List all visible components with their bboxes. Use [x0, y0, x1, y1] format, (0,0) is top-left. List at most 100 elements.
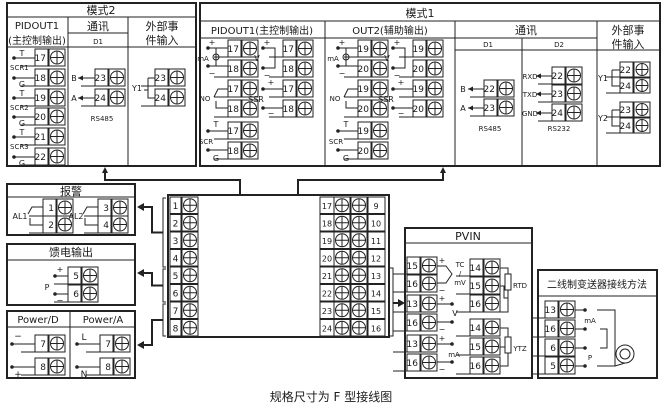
terminal-number: 17: [283, 85, 294, 95]
terminal-number: 17: [228, 85, 239, 95]
label: B: [71, 74, 77, 83]
terminal-number-cell: [357, 59, 372, 78]
label: YTZ: [512, 345, 527, 353]
screw-housing: [241, 99, 259, 118]
terminal-number: 17: [35, 54, 46, 64]
label: SSR: [378, 95, 394, 104]
terminal: 13: [406, 334, 421, 353]
screw-housing: [426, 59, 444, 78]
jumper-wire: [600, 328, 608, 349]
screw-housing: [333, 196, 351, 214]
current-source-icon: [342, 53, 350, 61]
label: RTD: [513, 282, 527, 290]
terminal-dot-icon: [206, 64, 210, 68]
terminal-number: 20: [358, 147, 370, 157]
screw-housing: [633, 117, 651, 134]
terminal-number: 23: [322, 307, 332, 316]
screw-housing: [333, 319, 351, 337]
screw-housing: [350, 266, 368, 284]
screw-housing: [181, 214, 199, 232]
label: −: [268, 109, 275, 118]
wire: [27, 206, 43, 215]
arrow-left-icon: [137, 269, 144, 277]
terminal-number: 7: [40, 340, 46, 350]
label: −: [264, 71, 271, 80]
terminal-number-cell: [227, 59, 242, 78]
arrow-left-icon: [137, 203, 144, 211]
wire: [345, 101, 358, 109]
terminal-dot-icon: [261, 106, 265, 110]
wire: [500, 353, 509, 367]
terminal-number-cell: [169, 266, 182, 284]
screw-housing: [241, 59, 259, 78]
terminal-number: 17: [283, 45, 294, 55]
label: V: [452, 309, 458, 318]
screw-housing: [181, 301, 199, 319]
wire: [338, 47, 347, 67]
terminal-number: 24: [552, 109, 564, 119]
terminal-number: 16: [371, 325, 381, 334]
terminal-number: 16: [470, 362, 482, 372]
label: Y1: [597, 74, 608, 83]
arrow-left-icon: [78, 75, 83, 81]
label: Power/A: [83, 315, 124, 326]
terminal-dot-icon: [12, 155, 16, 159]
screw-housing: [296, 99, 314, 118]
arrow-right-icon: [398, 299, 405, 307]
terminal-dot-icon: [450, 342, 454, 346]
terminal-dot-icon: [12, 56, 16, 60]
label: V: [384, 54, 390, 63]
label: PIDOUT1: [15, 21, 59, 32]
terminal-number: 12: [371, 255, 381, 264]
mode2-panel: [6, 2, 197, 167]
label: (主控制输出): [8, 34, 66, 47]
label: P: [588, 354, 592, 362]
terminal: 15: [469, 337, 484, 356]
link-wire: [143, 206, 163, 234]
screw-housing: [497, 79, 515, 98]
screw-housing: [81, 284, 99, 303]
terminal: 15: [406, 256, 421, 275]
terminal-dot-icon: [12, 135, 16, 139]
terminal-number-cell: [406, 274, 421, 293]
screw-housing: [113, 357, 131, 376]
terminal-number: 13: [407, 300, 418, 310]
label: TXD: [522, 91, 537, 99]
terminal: 18: [282, 59, 297, 78]
terminal-number: 23: [155, 74, 166, 84]
terminal-number: 23: [95, 74, 106, 84]
transmitter-icon: [619, 348, 631, 360]
label: mA: [448, 351, 460, 359]
terminal-number: 15: [470, 343, 481, 353]
terminal-number: 20: [413, 105, 425, 115]
terminal-number: 22: [35, 153, 46, 163]
bracket: [390, 267, 394, 337]
terminal-number: 20: [413, 65, 425, 75]
label: −: [14, 332, 22, 342]
terminal-dot-icon: [336, 129, 340, 133]
screw-housing: [633, 61, 651, 78]
terminal-number: 19: [413, 85, 425, 95]
terminal: 5: [544, 356, 559, 375]
terminal-number: 23: [484, 104, 495, 114]
terminal-number-cell: [544, 319, 559, 338]
screw-housing: [350, 231, 368, 249]
terminal-number-cell: [406, 313, 421, 332]
label: 外部事: [612, 23, 645, 37]
terminal-number: 8: [173, 325, 179, 335]
label: RXD: [522, 73, 537, 81]
label: +: [398, 78, 405, 87]
terminal-number: 19: [358, 85, 370, 95]
wire: [208, 47, 217, 67]
arrow-left-icon: [536, 73, 541, 79]
terminal: 17: [282, 39, 297, 58]
terminal-dot-icon: [450, 360, 454, 364]
terminal-number: 19: [322, 237, 332, 246]
wire: [611, 110, 620, 127]
screw-housing: [350, 319, 368, 337]
terminal-dot-icon: [583, 364, 587, 368]
label: D1: [93, 38, 103, 46]
terminal-number: 18: [283, 65, 295, 75]
label: N: [81, 370, 88, 380]
terminal-number: 10: [371, 220, 381, 229]
